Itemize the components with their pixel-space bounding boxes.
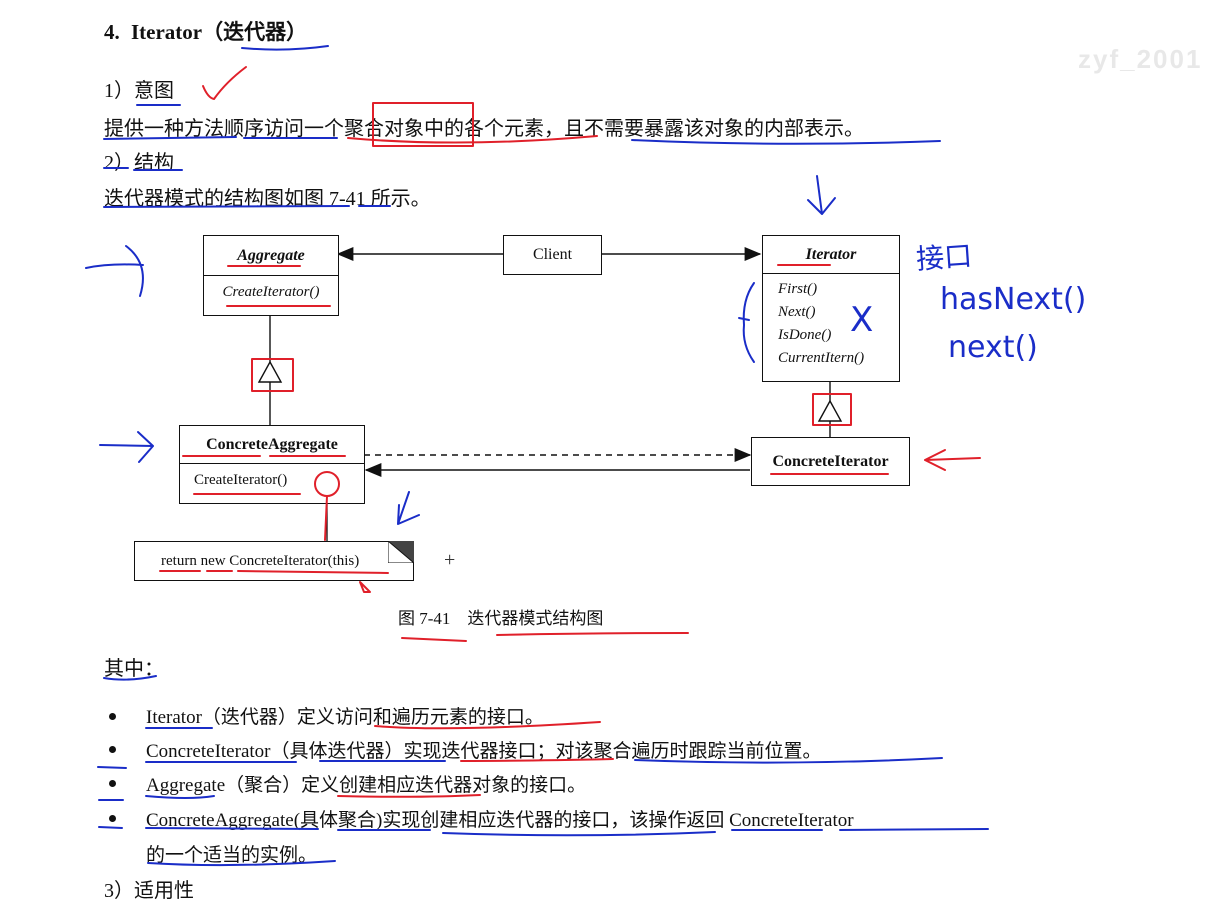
concrete-iterator-name: ConcreteIterator bbox=[772, 452, 889, 470]
aggregate-object-box bbox=[372, 102, 474, 147]
intent-label: 1）意图 bbox=[104, 80, 174, 102]
watermark: zyf_2001 bbox=[1078, 44, 1203, 74]
concrete-aggregate-name: ConcreteAggregate bbox=[180, 426, 364, 464]
intent-text: 提供一种方法顺序访问一个聚合对象中的各个元素，且不需要暴露该对象的内部表示。 bbox=[104, 118, 864, 140]
client-class-name: Client bbox=[532, 246, 573, 263]
bullet-item-concrete-iterator: ConcreteIterator（具体迭代器）实现迭代器接口；对该聚合遍历时跟踪… bbox=[146, 741, 822, 762]
iterator-operations: First() Next() IsDone() CurrentItern() bbox=[763, 274, 899, 370]
iterator-op-first: First() bbox=[778, 281, 818, 297]
iterator-op-currentitem: CurrentItern() bbox=[778, 350, 865, 366]
client-class: Client bbox=[503, 235, 602, 275]
bullet-item-concrete-aggregate: ConcreteAggregate(具体聚合)实现创建相应迭代器的接口，该操作返… bbox=[146, 810, 854, 831]
handwritten-next: next() bbox=[948, 330, 1038, 365]
check-mark-icon bbox=[202, 66, 247, 100]
figure-caption: 图 7-41 迭代器模式结构图 bbox=[398, 609, 604, 628]
bullet-dot bbox=[109, 815, 116, 822]
code-note: return new ConcreteIterator(this) bbox=[134, 541, 414, 581]
aggregate-class-name: Aggregate bbox=[204, 236, 338, 276]
aggregate-operation: CreateIterator() bbox=[222, 284, 320, 300]
bullet-dot bbox=[109, 746, 116, 753]
bullet-dot bbox=[109, 780, 116, 787]
heading-number: 4. bbox=[104, 20, 120, 44]
structure-text: 迭代器模式的结构图如图 7-41 所示。 bbox=[104, 188, 431, 210]
iterator-op-next: Next() bbox=[778, 304, 816, 320]
iterator-class-name: Iterator bbox=[763, 236, 899, 274]
section-heading: 4. Iterator（迭代器） bbox=[104, 16, 307, 46]
bullet-item-aggregate: Aggregate（聚合）定义创建相应迭代器对象的接口。 bbox=[146, 775, 587, 796]
plus-mark: + bbox=[444, 549, 456, 571]
where-label: 其中： bbox=[104, 658, 164, 680]
bullet-dot bbox=[109, 713, 116, 720]
concrete-iterator-class: ConcreteIterator bbox=[751, 437, 910, 486]
applicability-label: 3）适用性 bbox=[104, 880, 194, 902]
bullet-item-iterator: Iterator（迭代器）定义访问和遍历元素的接口。 bbox=[146, 707, 544, 728]
concrete-aggregate-operation: CreateIterator() bbox=[194, 472, 288, 488]
iterator-op-isdone: IsDone() bbox=[778, 327, 832, 343]
code-note-text: return new ConcreteIterator(this) bbox=[161, 552, 360, 569]
bullet-item-continuation: 的一个适当的实例。 bbox=[146, 845, 318, 866]
iterator-class: Iterator First() Next() IsDone() Current… bbox=[762, 235, 900, 382]
concrete-aggregate-class: ConcreteAggregate CreateIterator() bbox=[179, 425, 365, 504]
handwritten-x-mark: X bbox=[850, 300, 874, 340]
handwritten-hasnext: hasNext() bbox=[940, 282, 1087, 317]
heading-title: Iterator（迭代器） bbox=[131, 20, 308, 44]
note-fold-icon bbox=[388, 541, 414, 563]
aggregate-class: Aggregate CreateIterator() bbox=[203, 235, 339, 316]
